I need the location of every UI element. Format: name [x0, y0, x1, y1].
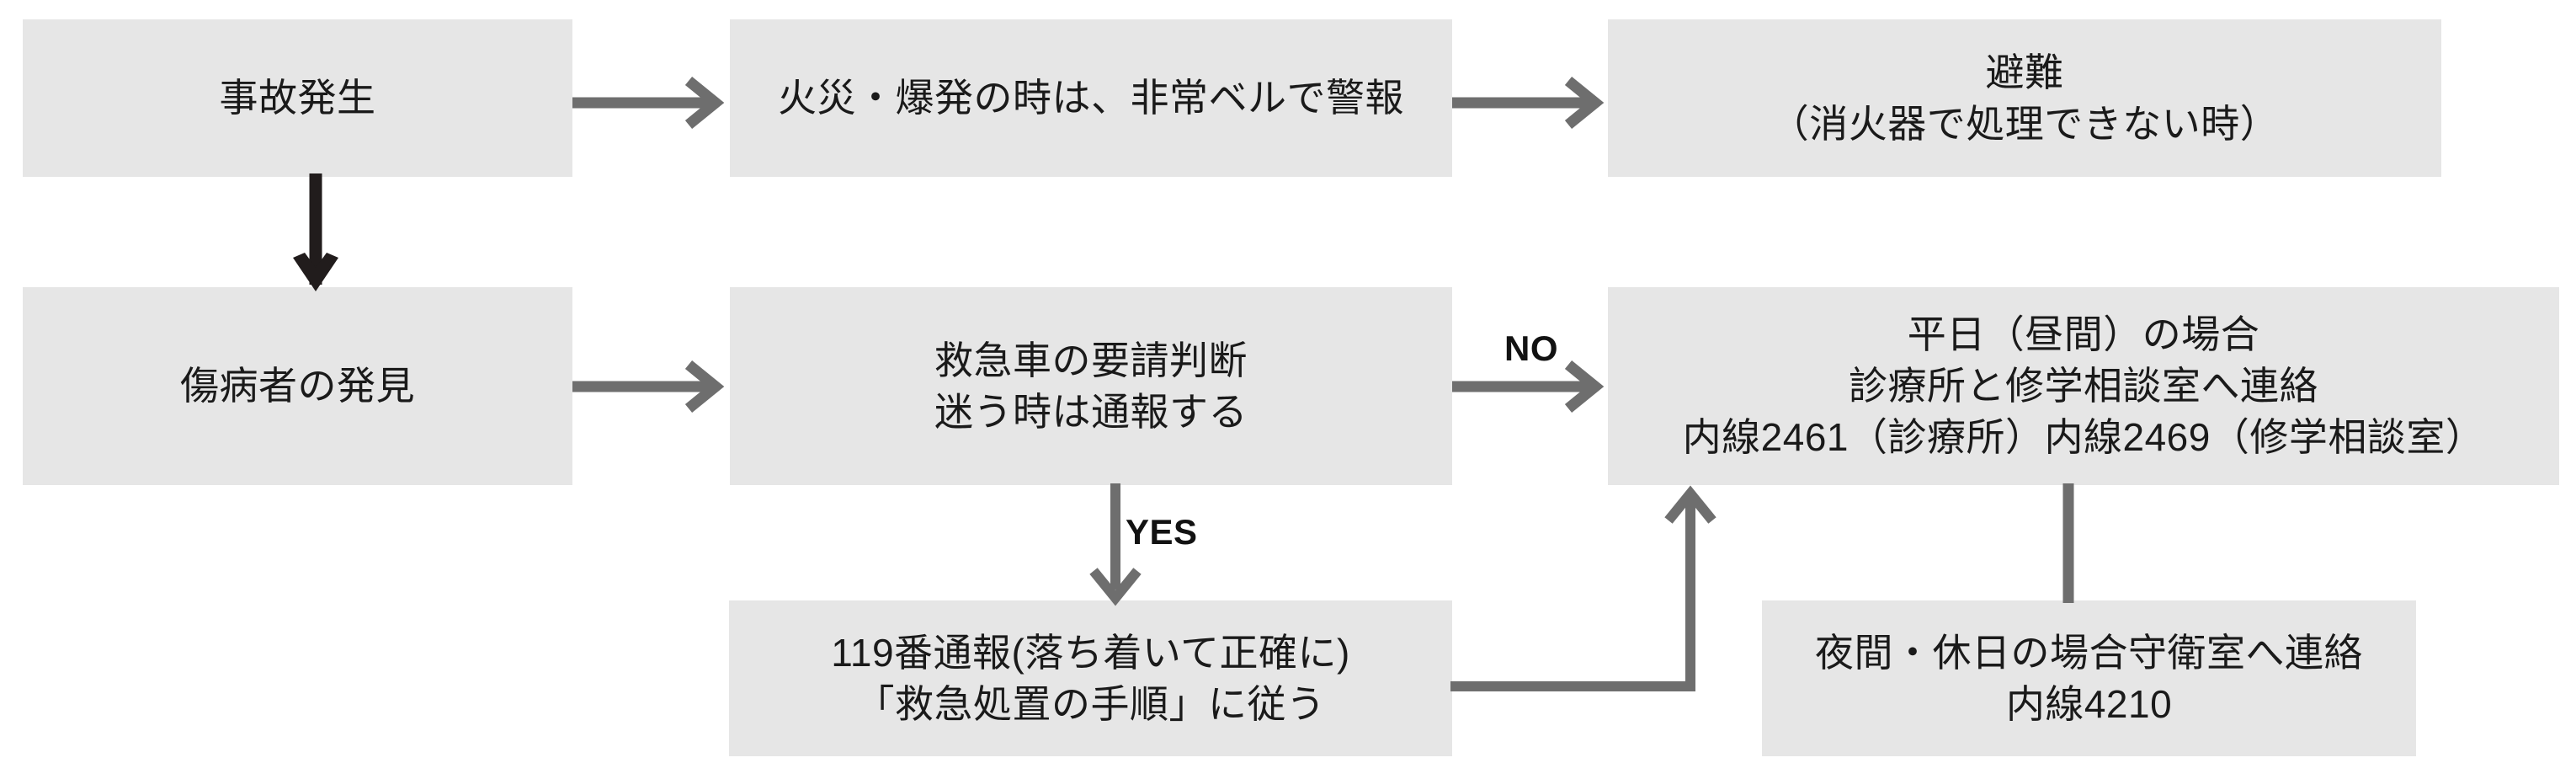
node-weekday-line-2: 診療所と修学相談室へ連絡 [1849, 364, 2318, 408]
node-evacuation[interactable]: 避難 （消火器で処理できない時） [1608, 19, 2441, 177]
edge-label-yes: YES [1126, 512, 1198, 552]
edge-label-no: NO [1504, 328, 1558, 368]
node-weekday-line-3: 内線2461（診療所）内線2469（修学相談室） [1682, 414, 2485, 459]
node-ambulance-line-2: 迷う時は通報する [934, 389, 1248, 434]
node-fire-alarm-line-1: 火災・爆発の時は、非常ベルで警報 [778, 76, 1404, 120]
node-night-holiday-guard-contact[interactable]: 夜間・休日の場合守衛室へ連絡 内線4210 [1762, 600, 2416, 756]
node-ambulance-line-1: 救急車の要請判断 [934, 338, 1248, 382]
node-weekday-line-1: 平日（昼間）の場合 [1907, 312, 2260, 357]
node-night-line-2: 内線4210 [2005, 681, 2173, 726]
arrow-call-119-to-weekday-contact [1450, 480, 1728, 691]
node-evacuation-line-1: 避難 [1985, 50, 2064, 94]
node-weekday-daytime-contact[interactable]: 平日（昼間）の場合 診療所と修学相談室へ連絡 内線2461（診療所）内線2469… [1608, 287, 2559, 485]
arrow-fire-alarm-to-evacuation [1450, 76, 1615, 130]
node-call-119-emergency[interactable]: 119番通報(落ち着いて正確に) 「救急処置の手順」に従う [729, 600, 1452, 756]
node-patient-found-line-1: 傷病者の発見 [180, 364, 415, 408]
node-injured-person-found[interactable]: 傷病者の発見 [23, 287, 572, 485]
node-call119-line-2: 「救急処置の手順」に従う [855, 681, 1326, 726]
node-night-line-1: 夜間・休日の場合守衛室へ連絡 [1815, 630, 2363, 675]
arrow-injured-person-to-ambulance-decision [571, 360, 736, 414]
node-accident-occurrence[interactable]: 事故発生 [23, 19, 572, 177]
arrow-accident-to-injured-person-found [286, 173, 345, 293]
node-ambulance-request-decision[interactable]: 救急車の要請判断 迷う時は通報する [730, 287, 1452, 485]
arrow-accident-to-fire-alarm [571, 76, 736, 130]
node-fire-explosion-alarm[interactable]: 火災・爆発の時は、非常ベルで警報 [730, 19, 1452, 177]
line-night-contact-to-weekday-contact [2058, 483, 2078, 603]
node-evacuation-line-2: （消火器で処理できない時） [1770, 101, 2280, 146]
node-accident-line-1: 事故発生 [219, 76, 376, 120]
arrow-ambulance-decision-to-weekday-contact [1450, 360, 1615, 414]
arrow-ambulance-decision-to-call-119 [1086, 483, 1145, 606]
node-call119-line-1: 119番通報(落ち着いて正確に) [831, 630, 1350, 675]
